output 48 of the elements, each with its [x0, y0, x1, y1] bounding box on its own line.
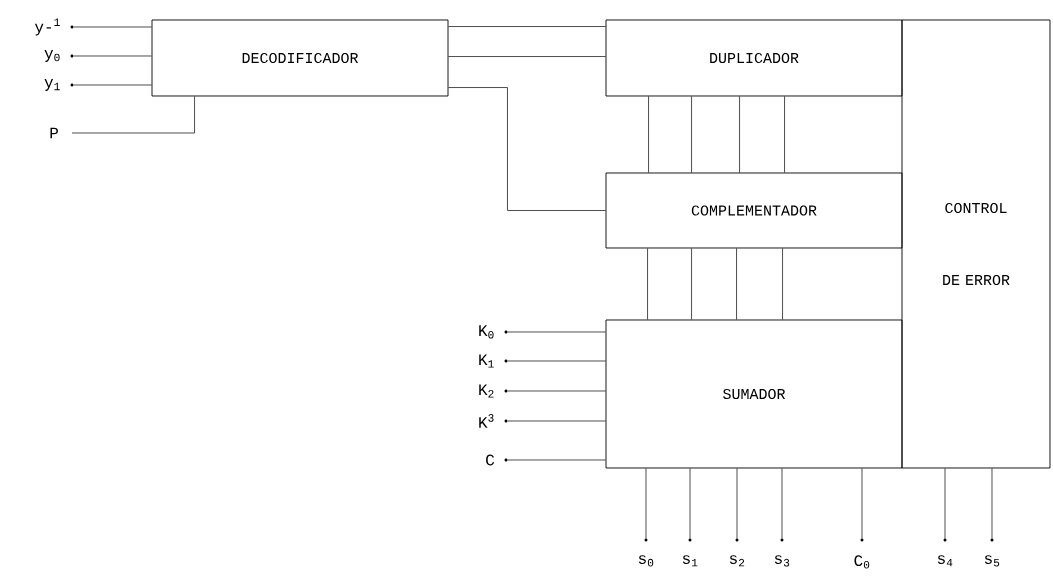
signal-label: s$_{1}$	[682, 555, 698, 567]
signal-label: K$_{0}$	[479, 325, 494, 339]
signal-line	[507, 459, 606, 461]
signal-label: s$_{2}$	[729, 555, 745, 567]
signal-line	[784, 96, 785, 173]
signal-line	[944, 468, 946, 539]
block-box: COMPLEMENTADOR	[605, 172, 903, 249]
signal-label: y$_{1}$	[44, 79, 60, 91]
signal-line	[448, 56, 606, 57]
signal-line	[782, 248, 783, 320]
signal-line	[507, 360, 606, 362]
signal-line	[739, 96, 740, 173]
signal-line	[781, 468, 783, 539]
signal-label: s$_{3}$	[774, 555, 790, 567]
block-box: CONTROL DE ERROR	[901, 19, 1051, 469]
signal-line	[691, 248, 692, 320]
signal-label: s$_{0}$	[638, 555, 654, 567]
signal-line	[448, 26, 606, 27]
signal-line	[507, 390, 606, 392]
signal-line	[73, 55, 152, 57]
signal-line	[73, 26, 152, 28]
signal-line	[861, 468, 863, 539]
signal-label: s$_{4}$	[937, 555, 953, 567]
signal-line	[448, 87, 606, 211]
signal-label: y$_{0}$	[44, 50, 60, 62]
signal-line	[736, 248, 737, 320]
signal-line	[71, 96, 195, 134]
signal-label: y-$^{1}$	[34, 18, 60, 36]
signal-line	[689, 468, 691, 539]
signal-line	[507, 331, 606, 333]
signal-label: K$_{2}$	[479, 384, 494, 398]
signal-line	[507, 420, 606, 422]
signal-label: s$_{5}$	[984, 555, 1000, 567]
block-box: DECODIFICADOR	[151, 19, 449, 97]
signal-label: P	[50, 127, 58, 139]
signal-line	[648, 96, 649, 173]
signal-line	[645, 468, 647, 539]
signal-label: K$_{1}$	[479, 354, 494, 368]
signal-label: C	[486, 454, 495, 466]
signal-label: K$^{3}$	[479, 414, 494, 428]
signal-line	[736, 468, 738, 539]
block-box: SUMADOR	[605, 319, 903, 469]
signal-label: C$_{0}$	[854, 555, 870, 569]
signal-line	[73, 84, 152, 86]
block-box: DUPLICADOR	[605, 19, 903, 97]
signal-line	[991, 468, 993, 539]
signal-line	[691, 96, 692, 173]
signal-line	[647, 248, 648, 320]
